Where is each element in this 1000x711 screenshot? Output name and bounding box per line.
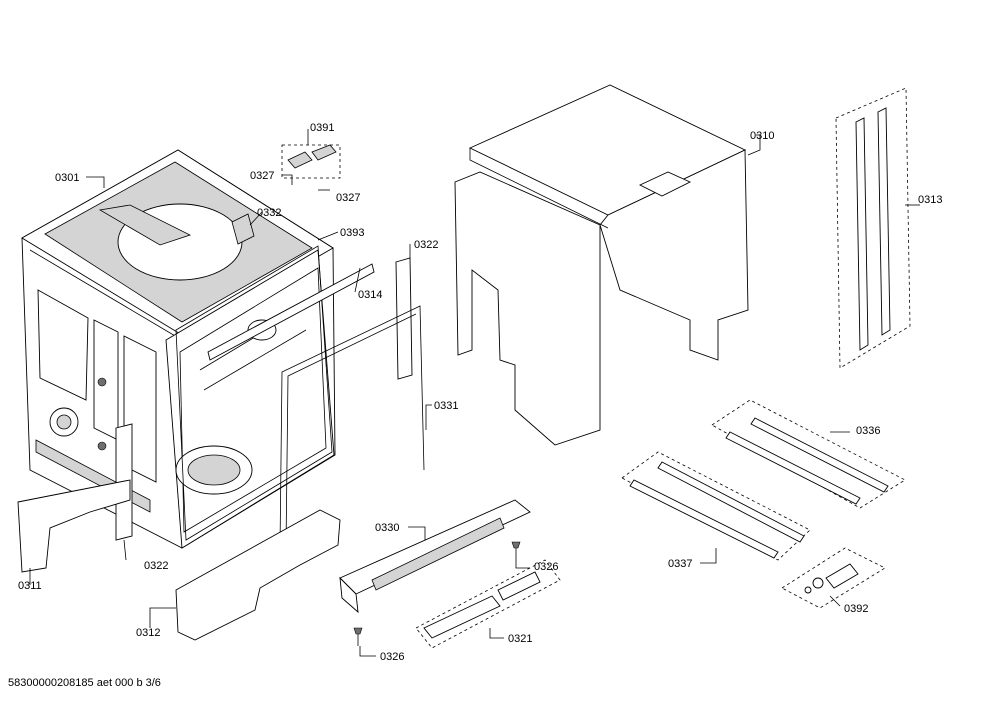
side-strip-upper[interactable] bbox=[395, 257, 413, 380]
callout-0327-left: 0327 bbox=[250, 170, 274, 182]
callout-labels: 0301 0391 0327 0327 0332 0393 0314 0322 … bbox=[18, 122, 942, 663]
callout-0310: 0310 bbox=[750, 130, 774, 142]
front-panel-0311[interactable] bbox=[17, 479, 131, 573]
bracket-0330[interactable] bbox=[339, 499, 531, 614]
callout-0337: 0337 bbox=[668, 558, 692, 570]
rails-0336[interactable] bbox=[711, 399, 906, 509]
hose-kit[interactable] bbox=[781, 547, 886, 609]
callout-0321: 0321 bbox=[508, 633, 532, 645]
callout-0336: 0336 bbox=[856, 425, 880, 437]
tub-assembly[interactable] bbox=[21, 149, 336, 549]
callout-0326-upper: 0326 bbox=[534, 561, 558, 573]
cover-bracket-group[interactable] bbox=[281, 144, 341, 179]
foam-blocks[interactable] bbox=[415, 559, 561, 649]
drawing-id-footer: 5830000020818​5 aet 000 b 3/6 bbox=[8, 677, 161, 689]
callout-0392: 0392 bbox=[844, 603, 868, 615]
callout-0327-right: 0327 bbox=[336, 192, 360, 204]
side-rails[interactable] bbox=[835, 87, 911, 369]
callout-0393: 0393 bbox=[340, 227, 364, 239]
door-gasket[interactable] bbox=[279, 305, 425, 549]
screw-lower[interactable] bbox=[353, 627, 363, 646]
callout-0330: 0330 bbox=[375, 522, 399, 534]
insulation-blanket[interactable] bbox=[454, 84, 749, 446]
callout-0312: 0312 bbox=[136, 627, 160, 639]
callout-0391: 0391 bbox=[310, 122, 334, 134]
door-seal[interactable] bbox=[175, 245, 375, 541]
rails-0337[interactable] bbox=[621, 451, 811, 561]
callout-0331: 0331 bbox=[434, 400, 458, 412]
callout-0311: 0311 bbox=[18, 580, 42, 592]
leader-lines bbox=[29, 129, 920, 657]
callout-0326-lower: 0326 bbox=[380, 651, 404, 663]
front-panel-0312[interactable] bbox=[175, 509, 341, 641]
screw-upper[interactable] bbox=[511, 541, 521, 560]
callout-0322-lower: 0322 bbox=[144, 560, 168, 572]
callout-0301: 0301 bbox=[55, 172, 79, 184]
callout-0322-upper: 0322 bbox=[414, 239, 438, 251]
callout-0332: 0332 bbox=[257, 207, 281, 219]
callout-0314: 0314 bbox=[358, 289, 382, 301]
callout-0313: 0313 bbox=[918, 194, 942, 206]
